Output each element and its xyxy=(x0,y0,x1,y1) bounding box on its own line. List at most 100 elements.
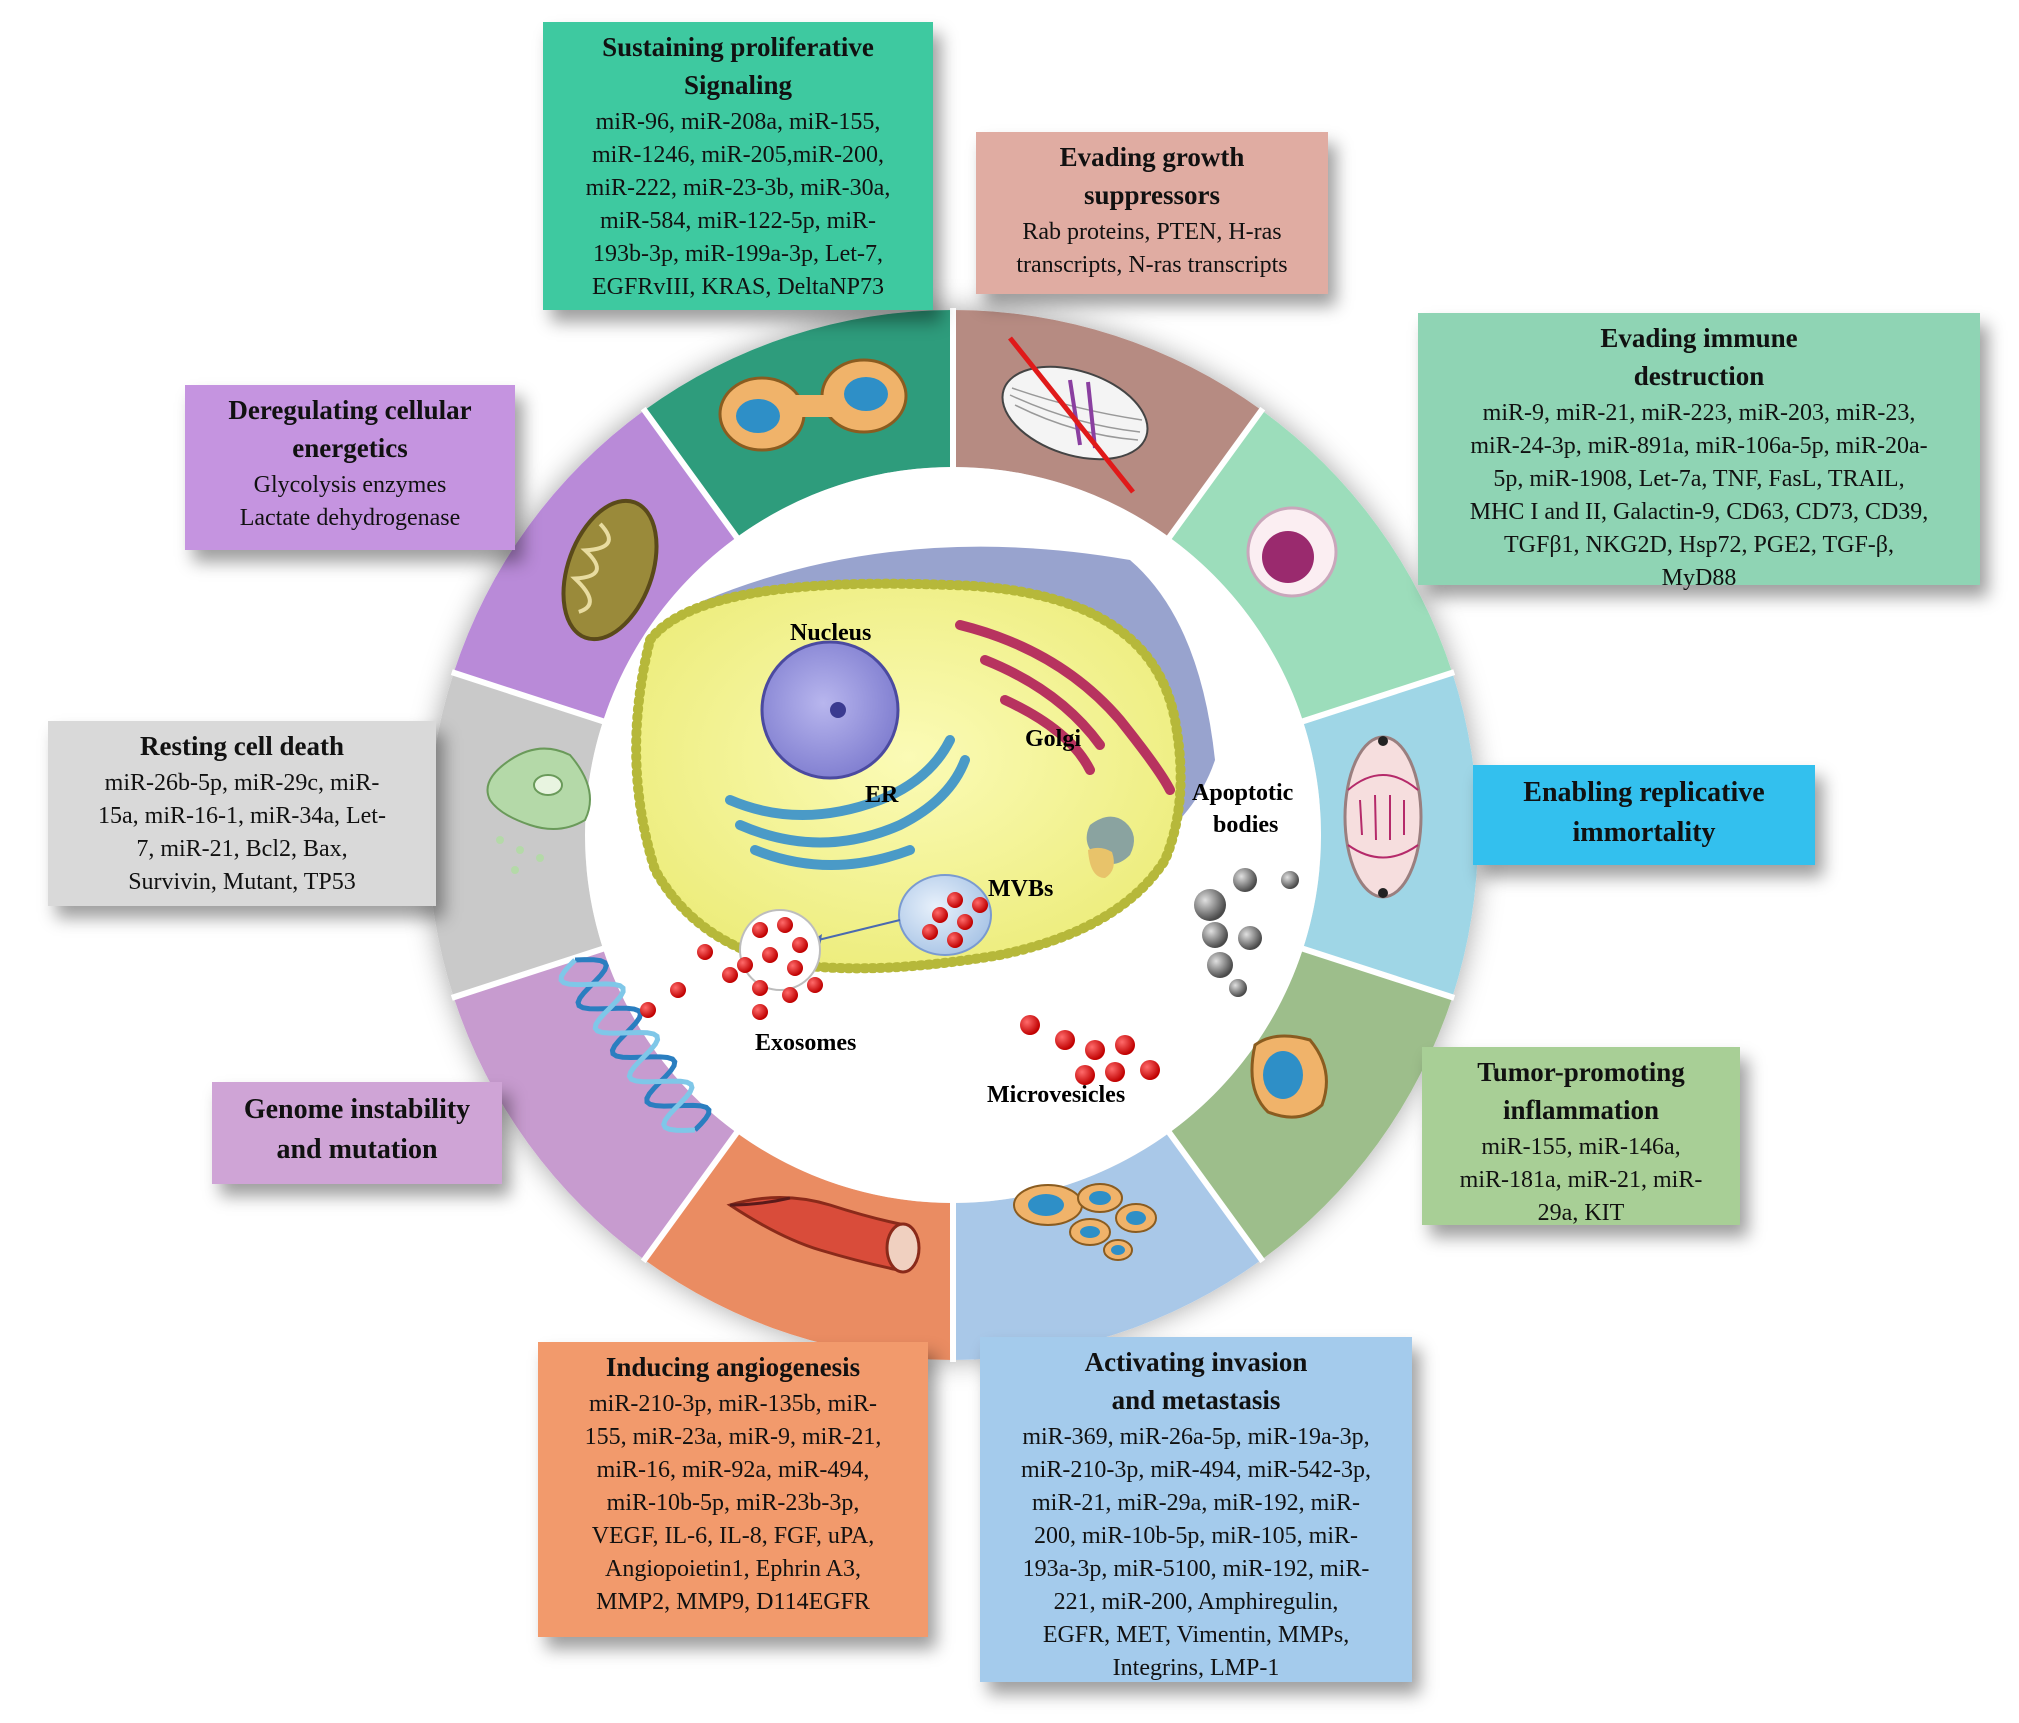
ring-separators xyxy=(450,308,1456,1362)
mitochondrion-icon xyxy=(561,498,659,642)
dna-strand xyxy=(558,958,696,1133)
ring-separator xyxy=(1165,1129,1266,1264)
red-vesicle-dot xyxy=(1020,1015,1040,1035)
apoptotic-body-dot xyxy=(1238,926,1262,950)
red-vesicle-dot xyxy=(782,987,798,1003)
box-body: miR-210-3p, miR-135b, miR-155, miR-23a, … xyxy=(584,1391,882,1615)
golgi-label: Golgi xyxy=(1025,726,1081,752)
red-vesicle-dot xyxy=(640,1002,656,1018)
microvesicles-label: Microvesicles xyxy=(987,1082,1125,1108)
ring-segment-genome xyxy=(453,948,737,1260)
ring-separator xyxy=(1165,406,1266,541)
red-vesicle-dot xyxy=(777,917,793,933)
apoptotic-body-dot xyxy=(1202,922,1228,948)
blood-vessel-icon xyxy=(726,1196,921,1274)
apoptotic-body-dot xyxy=(1281,871,1299,889)
box-body: miR-155, miR-146a,miR-181a, miR-21, miR-… xyxy=(1459,1134,1703,1226)
box-body: miR-369, miR-26a-5p, miR-19a-3p,miR-210-… xyxy=(1021,1424,1371,1681)
box-body: miR-26b-5p, miR-29c, miR-15a, miR-16-1, … xyxy=(98,770,386,895)
exosome-dots xyxy=(640,892,1160,1085)
box-title: Resting cell death xyxy=(140,731,344,761)
red-vesicle-dot xyxy=(947,892,963,908)
box-body: miR-9, miR-21, miR-223, miR-203, miR-23,… xyxy=(1469,400,1929,591)
apoptotic-body-dot xyxy=(1233,868,1257,892)
ring-separator xyxy=(640,406,741,541)
red-vesicle-dot xyxy=(1055,1030,1075,1050)
apoptotic-body-icon xyxy=(1086,816,1134,878)
mitosis-cell-icon xyxy=(1343,735,1423,899)
red-vesicle-dot xyxy=(697,944,713,960)
dna-helix-icon xyxy=(558,957,712,1133)
red-vesicle-dot xyxy=(752,980,768,996)
ring-separator xyxy=(640,1129,741,1264)
red-vesicle-dot xyxy=(792,937,808,953)
red-vesicle-dot xyxy=(737,957,753,973)
ring-separator xyxy=(450,669,606,725)
golgi-apparatus xyxy=(955,620,1175,795)
apoptotic-label-2: bodies xyxy=(1213,812,1278,838)
nucleus-label: Nucleus xyxy=(790,620,871,646)
box-inducing-angiogenesis: Inducing angiogenesis miR-210-3p, miR-13… xyxy=(538,1342,928,1637)
box-title: Inducing angiogenesis xyxy=(605,1352,861,1382)
red-vesicle-dot xyxy=(947,932,963,948)
red-vesicle-dot xyxy=(752,922,768,938)
cell-illustration: Nucleus Golgi ER Apoptotic bodies MVBs E… xyxy=(631,546,1299,1108)
red-vesicle-dot xyxy=(1105,1062,1125,1082)
dividing-cells-icon xyxy=(718,358,908,452)
box-body: miR-96, miR-208a, miR-155,miR-1246, miR-… xyxy=(585,109,891,300)
red-vesicle-dot xyxy=(787,960,803,976)
ring-separator xyxy=(450,945,606,1001)
apoptotic-body-dot xyxy=(1194,889,1226,921)
apoptotic-body-dots xyxy=(1194,868,1299,997)
ring-segment-celldeath xyxy=(427,672,604,998)
red-vesicle-dot xyxy=(762,947,778,963)
apoptotic-body-dot xyxy=(1207,952,1233,978)
dying-cell-icon xyxy=(486,747,591,874)
red-vesicle-dot xyxy=(922,924,938,940)
red-vesicle-dot xyxy=(1115,1035,1135,1055)
apoptotic-body-dot xyxy=(1229,979,1247,997)
mvbs-label: MVBs xyxy=(988,876,1053,902)
red-vesicle-dot xyxy=(932,907,948,923)
apoptotic-label-1: Apoptotic xyxy=(1192,780,1294,806)
mvb-to-exosome-arrow xyxy=(809,919,901,943)
dna-strand xyxy=(574,957,712,1132)
er-label: ER xyxy=(865,782,899,808)
red-vesicle-dot xyxy=(722,967,738,983)
endoplasmic-reticulum xyxy=(725,735,970,870)
red-vesicle-dot xyxy=(972,897,988,913)
box-resting-cell-death: Resting cell death miR-26b-5p, miR-29c, … xyxy=(48,721,436,906)
ring-segment-angiogenesis xyxy=(644,1132,953,1360)
red-vesicle-dot xyxy=(670,982,686,998)
macrophage-icon xyxy=(1250,1034,1328,1119)
red-vesicle-dot xyxy=(957,914,973,930)
cell-cluster-icon xyxy=(1013,1183,1157,1261)
red-vesicle-dot xyxy=(1140,1060,1160,1080)
red-vesicle-dot xyxy=(1085,1040,1105,1060)
red-vesicle-dot xyxy=(752,1004,768,1020)
ring-separator xyxy=(1300,669,1456,725)
exosomes-label: Exosomes xyxy=(755,1030,856,1056)
ring-separator xyxy=(1300,945,1456,1001)
immune-cell-icon xyxy=(1246,506,1338,598)
red-vesicle-dot xyxy=(1075,1065,1095,1085)
red-vesicle-dot xyxy=(807,977,823,993)
